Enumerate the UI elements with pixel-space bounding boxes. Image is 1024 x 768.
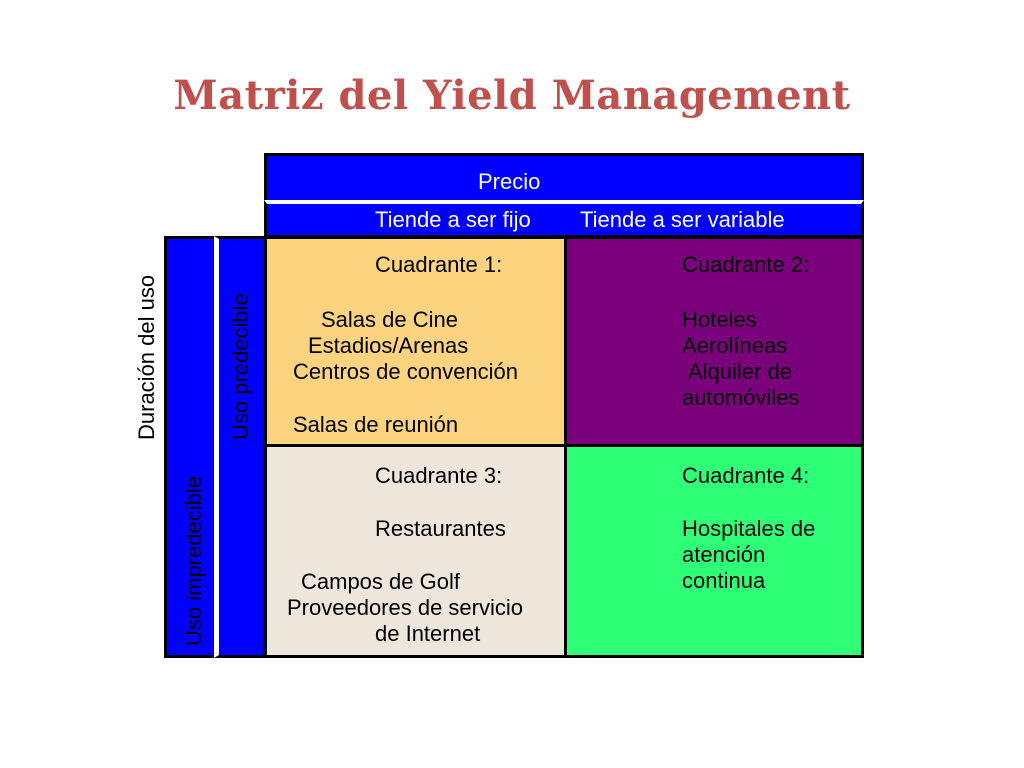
- price-subheader: Tiende a ser fijo Tiende a ser variable: [264, 200, 864, 238]
- quadrant-3: [264, 444, 567, 658]
- quadrant-3-item: Campos de Golf: [301, 569, 460, 594]
- slide-title: Matriz del Yield Management: [173, 72, 851, 119]
- quadrant-2-item: Hoteles: [682, 307, 757, 332]
- variable-price-label: Tiende a ser variable: [580, 207, 785, 232]
- quadrant-1-item: Estadios/Arenas: [308, 333, 469, 358]
- unpredictable-use-band: [164, 236, 219, 658]
- quadrant-4: [564, 444, 864, 658]
- quadrant-4-heading: Cuadrante 4:: [682, 463, 810, 488]
- quadrant-4-item: atención: [682, 542, 766, 567]
- quadrant-2-item: Aerolíneas: [682, 333, 788, 358]
- quadrant-4-item: continua: [682, 568, 766, 593]
- quadrant-1: [264, 236, 567, 447]
- fixed-price-label: Tiende a ser fijo: [375, 207, 531, 232]
- quadrant-4-item: Hospitales de: [682, 516, 816, 541]
- predictable-use-band: [214, 236, 266, 658]
- price-header: Precio: [264, 153, 864, 200]
- quadrant-1-item: Salas de Cine: [321, 307, 458, 332]
- quadrant-3-heading: Cuadrante 3:: [375, 463, 503, 488]
- price-label: Precio: [478, 169, 541, 194]
- quadrant-3-item: Restaurantes: [375, 516, 506, 541]
- quadrant-2-item: automóviles: [682, 385, 800, 410]
- quadrant-2-item: Alquiler de: [688, 359, 792, 384]
- unpredictable-use-label: Uso impredecible: [181, 476, 206, 646]
- quadrant-1-heading: Cuadrante 1:: [375, 252, 503, 277]
- quadrant-1-item: Salas de reunión: [293, 412, 459, 437]
- quadrant-2: [564, 236, 864, 447]
- quadrant-3-item: Proveedores de servicio: [287, 595, 524, 620]
- quadrant-1-item: Centros de convención: [293, 359, 519, 384]
- predictable-use-label: Uso predecible: [228, 293, 253, 440]
- quadrant-3-item: de Internet: [375, 621, 481, 646]
- duration-axis-label: Duración del uso: [134, 274, 159, 440]
- quadrant-2-heading: Cuadrante 2:: [682, 252, 810, 277]
